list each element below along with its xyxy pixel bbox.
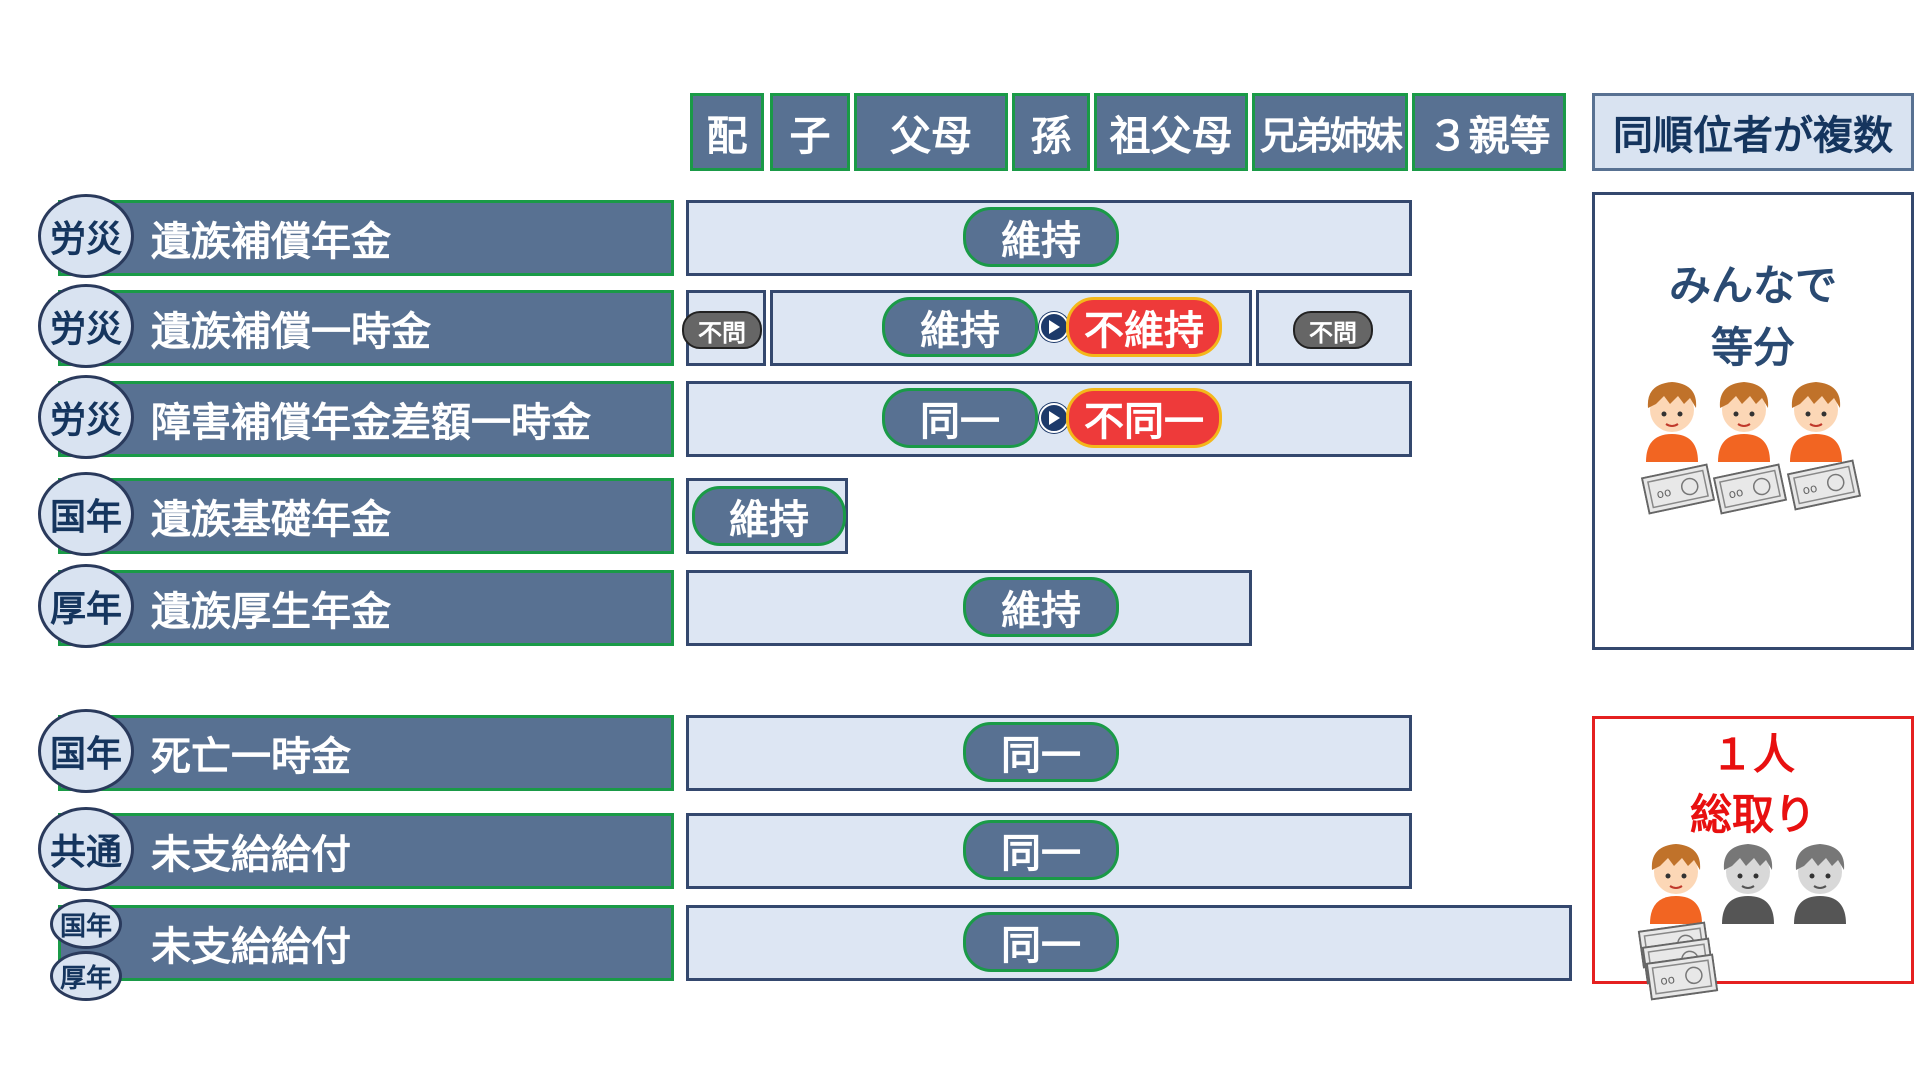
row-label-bar: 遺族基礎年金 — [58, 478, 674, 554]
pill-label: 同一 — [1001, 923, 1081, 969]
row-label: 未支給給付 — [151, 924, 351, 970]
row-label: 死亡一時金 — [151, 734, 351, 780]
play-arrow-icon — [1039, 403, 1069, 433]
badge-label: 国年 — [49, 734, 122, 775]
panel-equal-line1: みんなで — [1668, 261, 1837, 310]
pill-same: 同一 — [963, 912, 1119, 972]
badge-kounen: 厚年 — [38, 564, 134, 648]
range-box — [686, 905, 1572, 981]
pill-maintain: 維持 — [963, 207, 1119, 267]
svg-text:oo: oo — [1727, 485, 1744, 502]
pill-label: 不問 — [1309, 318, 1357, 347]
panel-single-line2: 総取り — [1689, 790, 1816, 839]
column-label: 配 — [706, 112, 748, 160]
badge-label: 労災 — [49, 219, 122, 260]
badge-label: 厚年 — [49, 589, 122, 630]
pill-label: 不維持 — [1084, 308, 1204, 354]
row-label-bar: 未支給給付 — [58, 905, 674, 981]
row-label-bar: 未支給給付 — [58, 813, 674, 889]
column-label: 兄弟姉妹 — [1259, 113, 1403, 158]
pill-same: 同一 — [963, 722, 1119, 782]
banknote-icon: oo — [1645, 953, 1719, 1001]
badge-rousai: 労災 — [38, 375, 134, 459]
column-label: ３親等 — [1427, 112, 1551, 160]
row-label: 未支給給付 — [151, 832, 351, 878]
row-label-bar: 遺族厚生年金 — [58, 570, 674, 646]
badge-kounen-small: 厚年 — [50, 951, 122, 1001]
panel-equal-line2: 等分 — [1710, 323, 1795, 372]
badge-kokunen: 国年 — [38, 472, 134, 556]
column-label: 孫 — [1030, 112, 1072, 160]
column-third-degree: ３親等 — [1412, 93, 1566, 171]
pill-same: 同一 — [882, 388, 1038, 448]
column-spouse: 配 — [690, 93, 764, 171]
person-gray-icon — [1794, 844, 1846, 924]
column-label: 子 — [789, 112, 831, 160]
row-label: 障害補償年金差額一時金 — [151, 400, 591, 446]
badge-label: 国年 — [49, 497, 122, 538]
person-orange-icon — [1718, 382, 1770, 462]
pill-label: 不問 — [698, 318, 746, 347]
row-label-bar: 死亡一時金 — [58, 715, 674, 791]
banknote-icon: oo — [1786, 459, 1862, 511]
badge-label: 労災 — [49, 400, 122, 441]
pill-label: 同一 — [1001, 733, 1081, 779]
person-orange-icon — [1646, 382, 1698, 462]
play-arrow-icon — [1039, 312, 1069, 342]
pill-label: 同一 — [920, 399, 1000, 445]
pill-label: 維持 — [1001, 588, 1081, 634]
pill-not-same: 不同一 — [1066, 388, 1222, 448]
person-orange-icon — [1650, 844, 1702, 924]
pill-not-maintain: 不維持 — [1066, 297, 1222, 357]
svg-text:oo: oo — [1801, 481, 1818, 498]
row-label: 遺族厚生年金 — [151, 589, 391, 635]
person-orange-icon — [1790, 382, 1842, 462]
panel-single-line1: １人 — [1710, 730, 1795, 779]
row-label-bar: 遺族補償一時金 — [58, 290, 674, 366]
banknote-icon: oo — [1712, 463, 1788, 515]
column-label: 父母 — [890, 112, 972, 160]
badge-label: 国年 — [59, 911, 112, 942]
pill-label: 維持 — [1001, 218, 1081, 264]
pill-maintain: 維持 — [692, 486, 846, 546]
same-rank-header: 同順位者が複数 — [1592, 93, 1914, 171]
pill-maintain: 維持 — [963, 577, 1119, 637]
badge-label: 労災 — [49, 309, 122, 350]
badge-kokunen-small: 国年 — [50, 899, 122, 949]
column-siblings: 兄弟姉妹 — [1252, 93, 1408, 171]
pill-not-asked: 不問 — [682, 311, 762, 349]
badge-kokunen: 国年 — [38, 709, 134, 793]
pill-maintain: 維持 — [882, 297, 1038, 357]
row-label: 遺族補償一時金 — [151, 309, 431, 355]
column-child: 子 — [770, 93, 850, 171]
badge-label: 厚年 — [59, 963, 112, 994]
column-label: 祖父母 — [1109, 112, 1233, 160]
svg-text:oo: oo — [1655, 485, 1672, 502]
row-label-bar: 障害補償年金差額一時金 — [58, 381, 674, 457]
pill-not-asked: 不問 — [1293, 311, 1373, 349]
same-rank-header-label: 同順位者が複数 — [1613, 113, 1893, 159]
svg-text:oo: oo — [1659, 972, 1675, 988]
pill-label: 同一 — [1001, 831, 1081, 877]
pill-label: 維持 — [920, 308, 1000, 354]
column-grandchild: 孫 — [1012, 93, 1090, 171]
person-gray-icon — [1722, 844, 1774, 924]
pill-label: 不同一 — [1084, 399, 1204, 445]
column-grandparents: 祖父母 — [1094, 93, 1248, 171]
panel-equal-share: みんなで 等分 — [1592, 192, 1914, 650]
badge-rousai: 労災 — [38, 284, 134, 368]
banknote-icon: oo — [1640, 463, 1716, 515]
column-parents: 父母 — [854, 93, 1008, 171]
row-label: 遺族基礎年金 — [151, 497, 391, 543]
pill-label: 維持 — [729, 497, 809, 543]
pill-same: 同一 — [963, 820, 1119, 880]
badge-label: 共通 — [49, 832, 122, 873]
row-label: 遺族補償年金 — [151, 219, 391, 265]
badge-kyoutsuu: 共通 — [38, 807, 134, 891]
row-label-bar: 遺族補償年金 — [58, 200, 674, 276]
badge-rousai: 労災 — [38, 194, 134, 278]
